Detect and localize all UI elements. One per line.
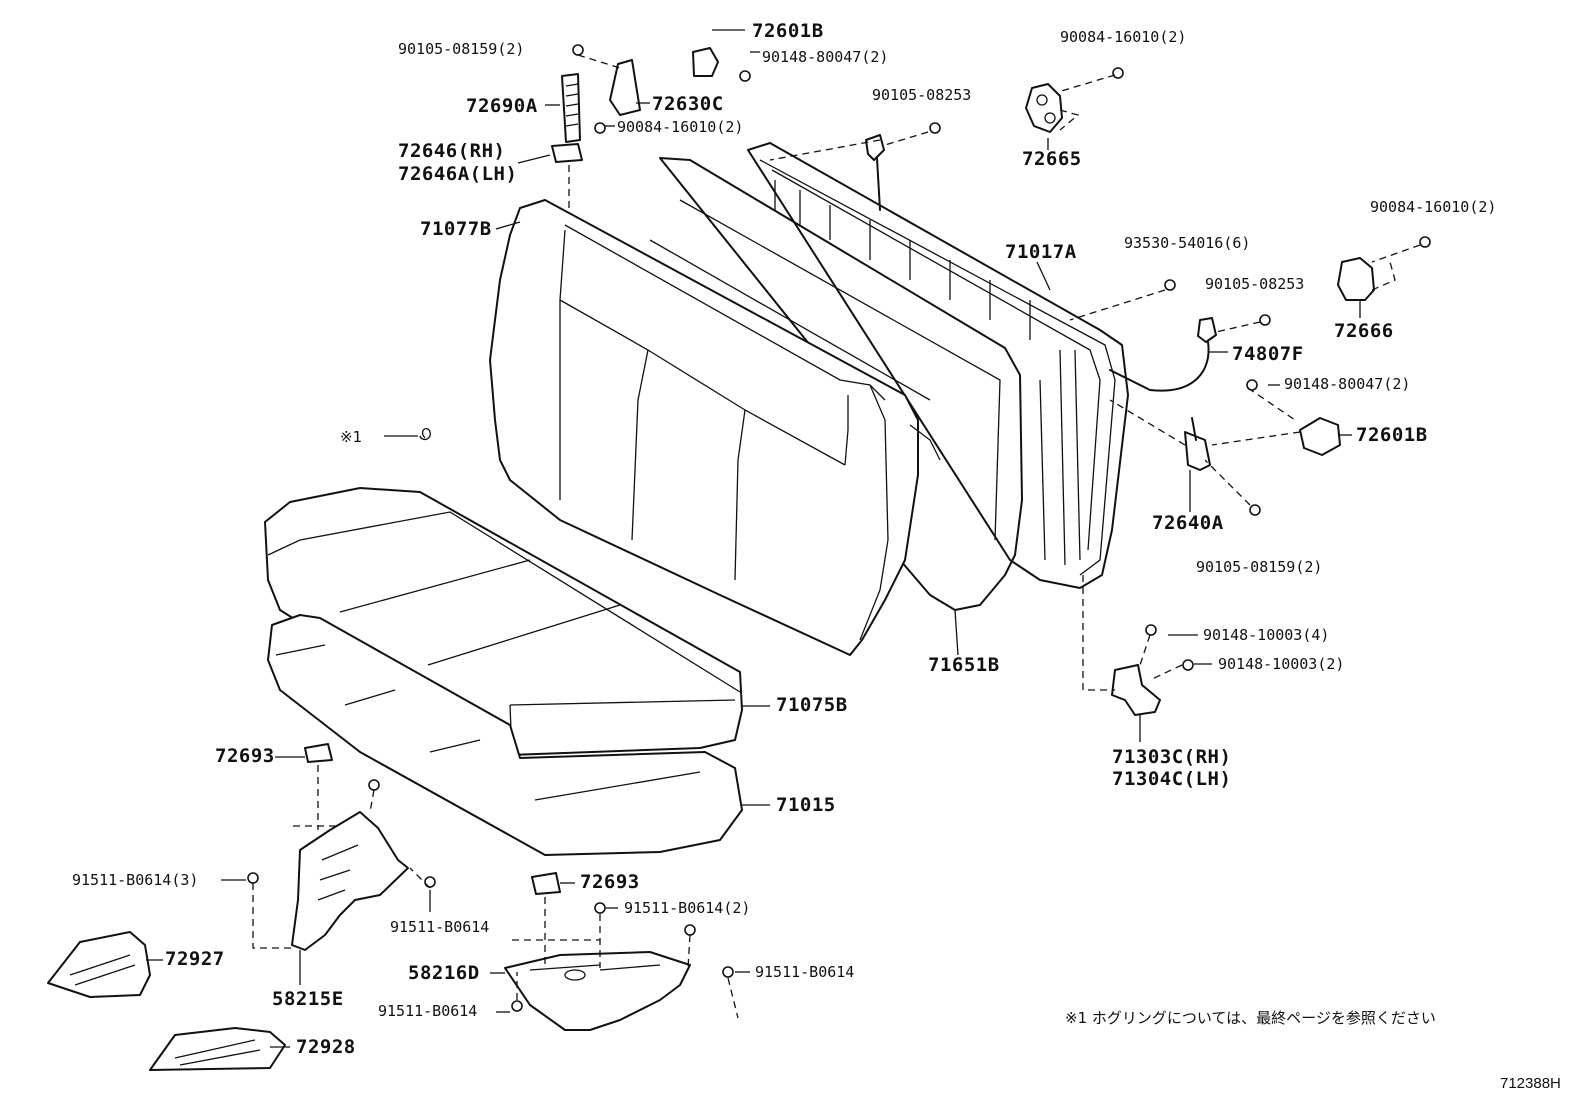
part-label: 90105-08159(2) [398, 40, 525, 58]
part-label: 91511-B0614 [378, 1002, 478, 1020]
part-label: 91511-B0614 [755, 963, 855, 981]
part-label: 58215E [272, 988, 344, 1010]
part-label: 72646A(LH) [398, 163, 518, 185]
bolts [247, 44, 1431, 1012]
part-label: 72601B [1356, 424, 1428, 446]
part-label: 90105-08253 [1205, 275, 1305, 293]
part-label: 90105-08159(2) [1196, 558, 1323, 576]
part-label: 90084-16010(2) [617, 118, 744, 136]
part-label: 90148-10003(4) [1203, 626, 1330, 644]
part-label: 91511-B0614 [390, 918, 490, 936]
cushion-hook [1111, 624, 1194, 716]
part-label: 91511-B0614(3) [72, 871, 199, 889]
part-label: 90148-80047(2) [1284, 375, 1411, 393]
part-label: 90084-16010(2) [1060, 28, 1187, 46]
part-label: 71015 [776, 794, 836, 816]
part-label: 72693 [580, 871, 640, 893]
part-label: 71303C(RH) [1112, 746, 1232, 768]
part-label: 72630C [652, 93, 724, 115]
part-label: 90148-80047(2) [762, 48, 889, 66]
part-label: 71304C(LH) [1112, 768, 1232, 790]
part-label: 71651B [928, 654, 1000, 676]
under-cover-right [504, 951, 691, 1031]
part-label: 71075B [776, 694, 848, 716]
part-label: 90105-08253 [872, 86, 972, 104]
part-label: 72927 [165, 948, 225, 970]
part-label: 90084-16010(2) [1370, 198, 1497, 216]
clip-72693-mid [531, 872, 561, 895]
leader-lines [146, 29, 1361, 1048]
floor-protectors [47, 931, 286, 1071]
hinge-parts [865, 134, 1217, 471]
part-label: 72601B [752, 20, 824, 42]
part-label: 74807F [1232, 343, 1304, 365]
part-label: 93530-54016(6) [1124, 234, 1251, 252]
part-label: 72665 [1022, 148, 1082, 170]
hog-ring-marker: ※1 [340, 428, 363, 446]
footnote: ※1 ホグリングについては、最終ページを参照ください [1065, 1009, 1436, 1027]
part-label: 72928 [296, 1036, 356, 1058]
part-label: 71077B [420, 218, 492, 240]
under-cover-left [291, 811, 409, 951]
seat-belt-parts [551, 47, 719, 163]
clip-72693-left [304, 743, 333, 763]
seat-cushion-cover [264, 487, 743, 756]
part-label: 72640A [1152, 512, 1224, 534]
seat-cushion-pad [267, 614, 743, 856]
diagram-id: 712388H [1500, 1075, 1561, 1092]
part-label: 72666 [1334, 320, 1394, 342]
side-covers [1025, 83, 1375, 456]
part-label: 91511-B0614(2) [624, 899, 751, 917]
part-label: 71017A [1005, 241, 1077, 263]
seat-back-frame [747, 142, 1129, 589]
seat-back-cover [489, 199, 941, 656]
part-label: 58216D [408, 962, 480, 984]
part-label: 72693 [215, 745, 275, 767]
part-label: 72690A [466, 95, 538, 117]
assembly-lines [252, 54, 1421, 1019]
part-label: 72646(RH) [398, 140, 506, 162]
part-label: 90148-10003(2) [1218, 655, 1345, 673]
